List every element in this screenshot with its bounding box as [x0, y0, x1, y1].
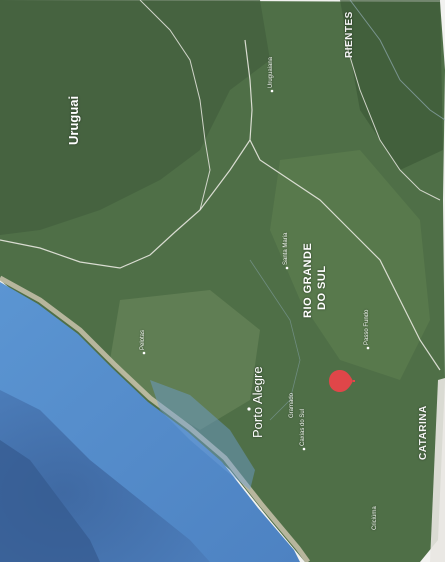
label-gramado: Gramado [289, 392, 295, 418]
location-pin-icon [329, 370, 355, 392]
label-santa-maria: Santa Maria [283, 232, 289, 265]
label-pelotas: Pelotas [140, 329, 146, 350]
location-pin[interactable] [327, 368, 355, 394]
border-rs-sc [344, 39, 441, 201]
coastline-sand [0, 275, 311, 562]
river-jacui [249, 259, 301, 421]
label-passo-fundo: Passo Fundo [364, 309, 370, 345]
label-criciuma: Criciúma [372, 506, 378, 530]
label-caxias-do-sul: Caxias do Sul [300, 408, 306, 446]
label-corrientes: RIENTES [344, 11, 355, 58]
label-uruguaiana: Uruguaiana [268, 56, 274, 88]
label-porto-alegre: Porto Alegre [250, 366, 265, 438]
land-shade-ne [340, 0, 443, 170]
label-catarina: CATARINA [418, 405, 429, 460]
label-state-line2: DO SUL [316, 265, 328, 310]
river-uruguai [349, 0, 445, 121]
label-state-line1: RIO GRANDE [302, 242, 314, 318]
border-uruguay-argentina [139, 0, 211, 211]
label-uruguai: Uruguai [66, 95, 81, 145]
land-shade-plateau [270, 150, 430, 380]
ocean-deep-2 [0, 440, 100, 562]
border-argentina-brazil [244, 39, 441, 371]
lagoon [150, 380, 255, 490]
border-brazil-uruguay [0, 139, 251, 269]
paper-edge-right [430, 378, 445, 562]
land-shade-north [0, 0, 270, 235]
